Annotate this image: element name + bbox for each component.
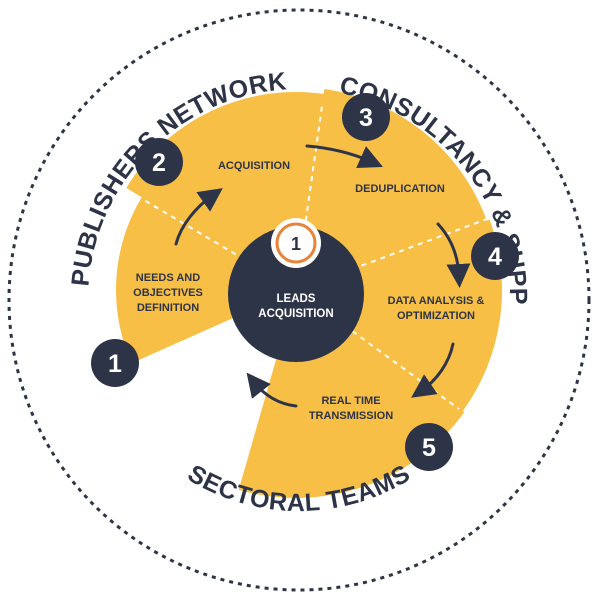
- step-3-label: DEDUPLICATION: [355, 183, 445, 195]
- step-1-label-line-2: OBJECTIVES: [133, 287, 203, 299]
- step-1-label-line-3: DEFINITION: [137, 302, 199, 314]
- step-5-label-line-2: TRANSMISSION: [309, 410, 393, 422]
- step-4-badge: [471, 232, 519, 280]
- step-3-number: 3: [359, 104, 373, 132]
- step-labels: NEEDS AND OBJECTIVES DEFINITION ACQUISIT…: [133, 160, 484, 422]
- step-1-badge: [91, 339, 139, 387]
- step-2-number: 2: [152, 149, 166, 177]
- step-4-number: 4: [488, 243, 502, 271]
- step-2-badge: [135, 138, 183, 186]
- arrow-2-to-3-icon: [305, 144, 383, 169]
- step-5-badge: [405, 423, 453, 471]
- outer-dotted-ring: [7, 8, 591, 592]
- logo-mark: 1: [291, 234, 301, 254]
- step-4-label-line-2: OPTIMIZATION: [397, 310, 475, 322]
- step-5-label-line-1: REAL TIME: [321, 395, 380, 407]
- arrow-4-to-5-icon: [411, 342, 455, 398]
- step-3-badge: [342, 93, 390, 141]
- step-2-label: ACQUISITION: [218, 160, 290, 172]
- step-badges: 1 2 3 4 5: [91, 93, 519, 471]
- center-circle: [228, 226, 364, 362]
- center-line-1: LEADS: [277, 293, 316, 305]
- arrow-5-to-1-icon: [246, 372, 298, 408]
- step-5-number: 5: [422, 434, 436, 462]
- arrow-3-to-4-icon: [436, 222, 471, 288]
- arrow-1-to-2-icon: [174, 188, 223, 246]
- step-1-number: 1: [108, 350, 122, 378]
- flow-arrows: [174, 144, 471, 408]
- logo-badge: 1: [271, 218, 321, 268]
- step-4-label-line-1: DATA ANALYSIS &: [388, 295, 485, 307]
- step-1-label-line-1: NEEDS AND: [136, 272, 200, 284]
- center-line-2: ACQUISITION: [258, 308, 333, 320]
